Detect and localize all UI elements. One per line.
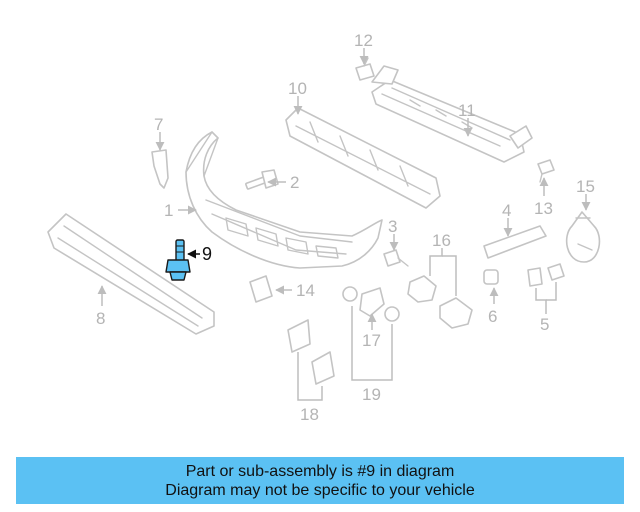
bolt-part-3[interactable] (383, 249, 409, 267)
callout-17: 17 (362, 331, 381, 350)
highlighted-bolt-part-9[interactable] (165, 239, 191, 281)
callout-6: 6 (488, 307, 497, 326)
callout-4: 4 (502, 201, 511, 220)
bumper-cover-part[interactable] (185, 131, 383, 269)
callout-2: 2 (290, 173, 299, 192)
callout-3: 3 (388, 217, 397, 236)
sensor-part-16[interactable] (407, 275, 473, 329)
callout-8: 8 (96, 309, 105, 328)
callout-13: 13 (534, 199, 553, 218)
hardware-bag-part[interactable] (565, 211, 601, 263)
banner-line-part-number: Part or sub-assembly is #9 in diagram (185, 462, 455, 480)
side-bracket-part[interactable] (151, 149, 169, 189)
bracket-part-18[interactable] (287, 319, 335, 385)
callout-7: 7 (154, 115, 163, 134)
callout-16: 16 (432, 231, 451, 250)
bolt-part-2[interactable] (245, 169, 279, 190)
leader-lines (97, 48, 591, 401)
callout-11: 11 (458, 101, 476, 120)
callout-12: 12 (354, 31, 373, 50)
callout-labels: 1 2 3 4 5 6 7 8 9 10 11 12 13 14 15 16 1… (96, 31, 595, 424)
callout-1: 1 (164, 201, 173, 220)
grille-part[interactable] (47, 213, 215, 335)
bracket-part-17[interactable] (342, 286, 400, 322)
parts-diagram: 1 2 3 4 5 6 7 8 9 10 11 12 13 14 15 16 1… (47, 31, 601, 424)
tow-cover-part[interactable] (249, 275, 273, 303)
clip-part-13[interactable] (537, 159, 555, 183)
bolt-part-12[interactable] (355, 57, 375, 81)
info-banner: Part or sub-assembly is #9 in diagram Di… (16, 457, 624, 504)
callout-5: 5 (540, 315, 549, 334)
bracket-part-4[interactable] (483, 225, 547, 259)
callout-9: 9 (202, 244, 212, 264)
callout-14: 14 (296, 281, 315, 300)
bolts-part-5[interactable] (527, 263, 565, 287)
callout-15: 15 (576, 177, 595, 196)
callout-10: 10 (288, 79, 307, 98)
callout-19: 19 (362, 385, 381, 404)
banner-line-disclaimer: Diagram may not be specific to your vehi… (165, 481, 475, 499)
sensor-holder-part-6[interactable] (483, 269, 499, 285)
reinforcement-beam-part[interactable] (371, 65, 533, 163)
callout-18: 18 (300, 405, 319, 424)
